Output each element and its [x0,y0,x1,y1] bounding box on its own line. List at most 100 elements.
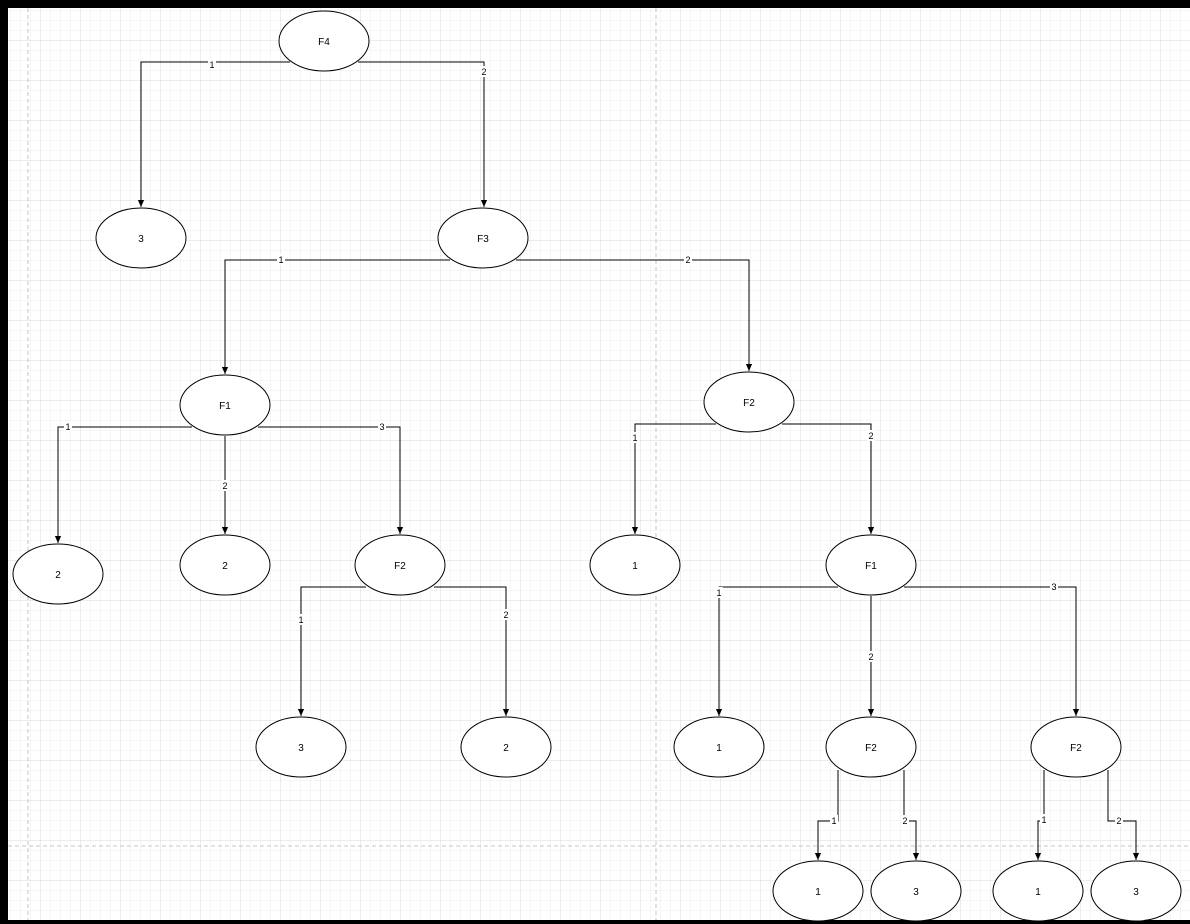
edge-label-background [867,651,875,662]
edge-n_f1a-to-n_2a[interactable]: 1 [54,421,192,543]
node-3c[interactable]: 3 [870,860,962,922]
node-f1b[interactable]: F1 [825,534,917,596]
node-ellipse[interactable] [95,207,187,269]
edge-n_f1a-to-n_2b[interactable]: 2 [221,436,229,534]
edge-label-background [715,587,723,598]
edge-connector[interactable] [258,426,404,534]
edge-label-background [221,480,229,491]
node-ellipse[interactable] [255,716,347,778]
node-2a[interactable]: 2 [12,543,104,605]
edge-label: 2 [1116,816,1121,826]
node-3d[interactable]: 3 [1090,860,1182,922]
edge-connector[interactable] [54,426,192,543]
edge-n_f3-to-n_f1a[interactable]: 1 [221,254,450,374]
edge-n_f2b-to-n_2c[interactable]: 2 [434,586,510,716]
edge-n_f1b-to-n_f2c[interactable]: 2 [867,596,875,716]
node-2b[interactable]: 2 [179,534,271,596]
edge-label-background [378,421,386,432]
edge-label-background [631,432,639,443]
node-label: F2 [743,398,755,409]
edge-label-background [684,254,692,265]
edge-n_f3-to-n_f2a[interactable]: 2 [516,254,753,371]
edge-n_f1a-to-n_f2b[interactable]: 3 [258,421,404,534]
node-ellipse[interactable] [12,543,104,605]
edge-label-background [1115,815,1123,826]
node-ellipse[interactable] [1090,860,1182,922]
edge-label-background [480,66,488,77]
node-ellipse[interactable] [703,371,795,433]
edge-label-background [1040,814,1048,825]
node-label: 1 [815,887,821,898]
node-ellipse[interactable] [278,10,370,72]
node-ellipse[interactable] [772,860,864,922]
edge-label-background [830,815,838,826]
edge-n_f4-to-n_f3[interactable]: 2 [358,61,488,207]
edge-connector[interactable] [221,259,450,374]
node-f2d[interactable]: F2 [1030,716,1122,778]
edge-n_f2c-to-n_3c[interactable]: 2 [901,770,920,860]
edge-n_f2a-to-n_f1b[interactable]: 2 [782,423,875,534]
edge-connector[interactable] [814,770,839,860]
node-ellipse[interactable] [825,534,917,596]
node-ellipse[interactable] [179,534,271,596]
node-ellipse[interactable] [870,860,962,922]
edge-connector[interactable] [782,423,875,534]
edge-label-background [867,430,875,441]
edge-label: 2 [902,816,907,826]
node-label: 3 [1133,887,1139,898]
edge-connector[interactable] [434,586,510,716]
node-label: 3 [913,887,919,898]
node-1b[interactable]: 1 [673,716,765,778]
edge-connector[interactable] [516,259,753,371]
edge-connector[interactable] [358,61,488,207]
node-f2c[interactable]: F2 [825,716,917,778]
edge-n_f2d-to-n_1d[interactable]: 1 [1034,770,1048,860]
edge-label: 1 [209,60,214,70]
node-ellipse[interactable] [460,716,552,778]
edge-label: 2 [503,610,508,620]
node-ellipse[interactable] [992,860,1084,922]
edge-label-background [502,609,510,620]
node-label: F4 [318,37,330,48]
node-f2a[interactable]: F2 [703,371,795,433]
edge-n_f1b-to-n_f2d[interactable]: 3 [904,581,1080,716]
edge-n_f4-to-n_3a[interactable]: 1 [137,59,290,207]
node-ellipse[interactable] [825,716,917,778]
node-ellipse[interactable] [179,374,271,436]
node-3a[interactable]: 3 [95,207,187,269]
edge-label: 1 [278,255,283,265]
node-2c[interactable]: 2 [460,716,552,778]
node-label: 3 [138,234,144,245]
edge-label: 3 [1051,582,1056,592]
node-1a[interactable]: 1 [589,534,681,596]
node-label: 2 [55,570,61,581]
edge-label: 1 [632,433,637,443]
edge-connector[interactable] [903,770,920,860]
node-ellipse[interactable] [437,207,529,269]
node-ellipse[interactable] [1030,716,1122,778]
edge-connector[interactable] [137,61,290,207]
node-f1a[interactable]: F1 [179,374,271,436]
node-ellipse[interactable] [589,534,681,596]
node-ellipse[interactable] [354,534,446,596]
node-3b[interactable]: 3 [255,716,347,778]
edge-connector[interactable] [297,586,366,716]
edge-connector[interactable] [631,423,716,534]
edge-label: 1 [1041,815,1046,825]
node-ellipse[interactable] [673,716,765,778]
node-f3[interactable]: F3 [437,207,529,269]
edge-n_f2d-to-n_3d[interactable]: 2 [1107,770,1140,860]
edge-n_f2c-to-n_1c[interactable]: 1 [814,770,839,860]
node-1d[interactable]: 1 [992,860,1084,922]
node-f2b[interactable]: F2 [354,534,446,596]
node-1c[interactable]: 1 [772,860,864,922]
edge-n_f1b-to-n_1b[interactable]: 1 [715,586,838,716]
edge-connector[interactable] [904,586,1080,716]
edge-n_f2b-to-n_3b[interactable]: 1 [297,586,366,716]
node-f4[interactable]: F4 [278,10,370,72]
edge-n_f2a-to-n_1a[interactable]: 1 [631,423,716,534]
node-label: F2 [865,743,877,754]
